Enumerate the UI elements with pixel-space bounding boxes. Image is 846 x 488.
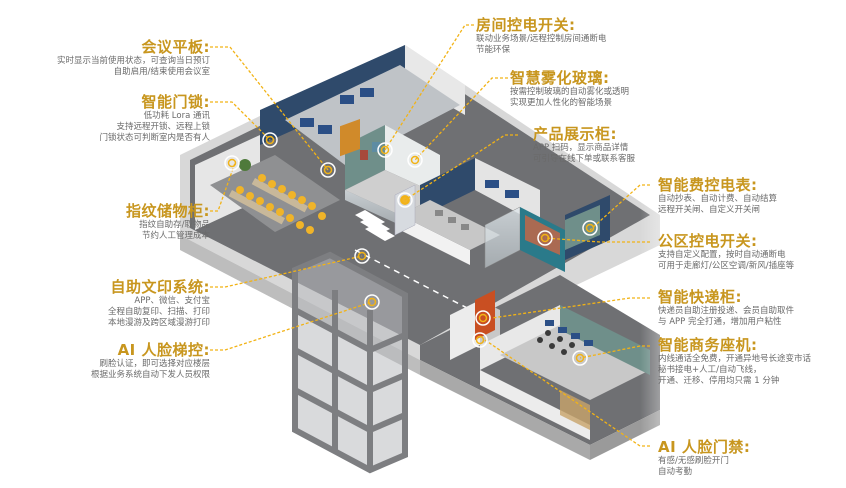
label-title: 智能费控电表:	[658, 176, 758, 194]
label-desc-line: 快递员自助注册投递、会员自助取件	[658, 306, 795, 316]
label-meeting-tablet: 会议平板: 实时显示当前使用状态，可查询当日预订 自助启用/结束使用会议室	[57, 38, 210, 78]
sensor-marker	[572, 350, 588, 366]
label-desc-line: 按需控制玻璃的自动雾化或透明	[510, 87, 630, 97]
label-smart-door-lock: 智能门锁: 低功耗 Lora 通讯 支持远程开锁、远程上锁 门锁状态可判断室内是…	[99, 93, 210, 144]
label-room-power-switch: 房间控电开关: 联动业务场景/远程控制房间通断电 节能环保	[476, 16, 606, 56]
label-title: 自助文印系统:	[110, 278, 210, 296]
label-desc-line: 节能环保	[476, 45, 511, 55]
label-desc-line: 门锁状态可判断室内是否有人	[99, 133, 210, 143]
label-title: 房间控电开关:	[476, 16, 576, 34]
sensor-marker	[224, 155, 240, 171]
label-desc-line: 节约人工管理成本	[141, 231, 210, 241]
meeting-room-teal	[345, 125, 440, 225]
label-desc-line: 秘书接电+人工/自动飞线，	[658, 365, 762, 375]
sensor-marker	[377, 142, 393, 158]
open-workspace	[195, 135, 340, 234]
label-desc-line: 低功耗 Lora 通讯	[143, 111, 210, 121]
sensor-marker	[475, 310, 491, 326]
label-desc-line: 内线通话全免费，开通异地号长途变市话	[658, 354, 812, 364]
label-desc-line: APP 扫码，显示商品详情	[533, 143, 629, 153]
label-desc-line: 实现更加人性化的智能场景	[510, 98, 613, 108]
office-room-top	[260, 45, 465, 165]
sensor-marker	[397, 192, 413, 208]
label-desc-line: 指纹自助存/取物品	[139, 220, 210, 230]
sensor-marker	[364, 294, 380, 310]
label-title: 指纹储物柜:	[126, 202, 210, 220]
fade-overlay	[640, 0, 700, 488]
label-desc-line: 与 APP 完全打通，增加用户粘性	[658, 317, 782, 327]
print-kiosk	[340, 118, 360, 157]
label-desc-line: 远程开关闸、自定义开关闸	[658, 205, 761, 215]
label-title: 产品展示柜:	[533, 125, 617, 143]
label-ai-face-elevator: AI 人脸梯控: 刷脸认证，即可选择对应楼层 根据业务系统自动下发人员权限	[91, 341, 210, 381]
label-title: 公区控电开关:	[658, 232, 758, 250]
label-desc-line: 开通、迁移、停用均只需 1 分钟	[658, 376, 780, 386]
sensor-marker	[407, 152, 423, 168]
label-title: AI 人脸梯控:	[117, 341, 210, 359]
label-smart-fog-glass: 智慧雾化玻璃: 按需控制玻璃的自动雾化或透明 实现更加人性化的智能场景	[510, 69, 629, 109]
sensor-marker	[582, 220, 598, 236]
label-desc-line: 自动抄表、自动计费、自动结算	[658, 194, 778, 204]
label-smart-express-locker: 智能快递柜: 快递员自助注册投递、会员自助取件 与 APP 完全打通，增加用户粘…	[658, 288, 794, 328]
label-title: 智能商务座机:	[658, 336, 758, 354]
label-desc-line: 可用于走廊灯/公区空调/新风/插座等	[658, 261, 795, 271]
label-title: 智能门锁:	[141, 93, 210, 111]
elevator-shaft	[292, 251, 408, 474]
crosswalk	[355, 210, 395, 241]
sensor-marker	[354, 248, 370, 264]
label-desc-line: 联动业务场景/远程控制房间通断电	[476, 34, 607, 44]
label-desc-line: 本地漫游及跨区域漫游打印	[107, 318, 210, 328]
label-self-print-system: 自助文印系统: APP、微信、支付宝 全程自助复印、扫描、打印 本地漫游及跨区域…	[108, 278, 210, 329]
label-desc-line: 可引导在线下单或联系客服	[533, 154, 636, 164]
leader-lines	[210, 24, 650, 447]
sensor-marker	[472, 332, 488, 348]
label-desc-line: APP、微信、支付宝	[134, 296, 210, 306]
sensor-marker	[320, 162, 336, 178]
label-desc-line: 自动考勤	[658, 467, 693, 477]
reception-area	[400, 158, 540, 265]
label-desc-line: 有感/无感刷脸开门	[658, 456, 729, 466]
label-title: 智慧雾化玻璃:	[510, 69, 610, 87]
label-desc-line: 自助启用/结束使用会议室	[113, 67, 210, 77]
label-fingerprint-locker: 指纹储物柜: 指纹自助存/取物品 节约人工管理成本	[126, 202, 210, 242]
label-business-phone: 智能商务座机: 内线通话全免费，开通异地号长途变市话 秘书接电+人工/自动飞线，…	[658, 336, 811, 387]
sensor-marker	[537, 230, 553, 246]
label-desc-line: 刷脸认证，即可选择对应楼层	[99, 359, 210, 369]
label-desc-line: 根据业务系统自动下发人员权限	[90, 370, 210, 380]
sensor-marker	[262, 132, 278, 148]
label-title: AI 人脸门禁:	[658, 438, 751, 456]
label-product-display: 产品展示柜: APP 扫码，显示商品详情 可引导在线下单或联系客服	[533, 125, 635, 165]
label-desc-line: 支持远程开锁、远程上锁	[116, 122, 210, 132]
label-public-power-switch: 公区控电开关: 支持自定义配置，按时自动通断电 可用于走廊灯/公区空调/新风/插…	[658, 232, 794, 272]
sensor-markers	[224, 132, 598, 366]
label-desc-line: 支持自定义配置，按时自动通断电	[658, 250, 786, 260]
label-title: 会议平板:	[141, 38, 210, 56]
label-title: 智能快递柜:	[658, 288, 742, 306]
label-ai-face-access: AI 人脸门禁: 有感/无感刷脸开门 自动考勤	[658, 438, 750, 478]
label-smart-meter: 智能费控电表: 自动抄表、自动计费、自动结算 远程开关闸、自定义开关闸	[658, 176, 777, 216]
label-desc-line: 实时显示当前使用状态，可查询当日预订	[56, 56, 210, 66]
label-desc-line: 全程自助复印、扫描、打印	[107, 307, 210, 317]
